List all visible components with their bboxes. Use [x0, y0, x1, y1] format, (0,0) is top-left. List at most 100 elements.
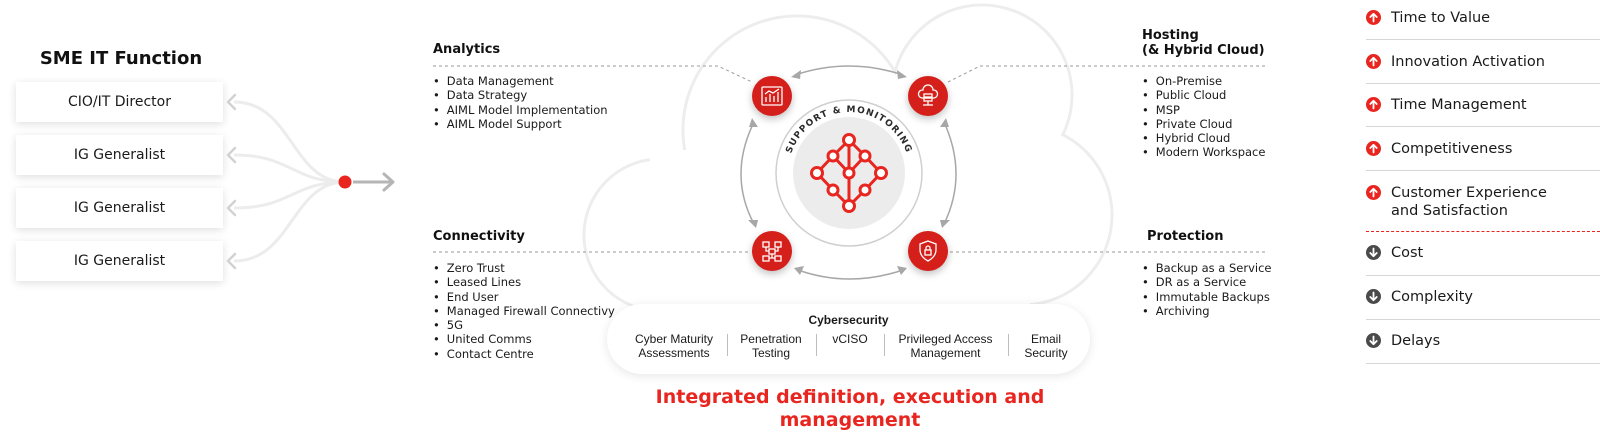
outcome-label-line: Time Management: [1391, 97, 1527, 113]
analytics-list: Data Management Data Strategy AIML Model…: [433, 74, 608, 131]
outcome-divider: [1366, 363, 1600, 364]
network-nodes-icon: [762, 241, 782, 262]
role-box: IG Generalist: [16, 241, 223, 281]
connectivity-node: [752, 231, 792, 271]
cycle-arrow: [794, 65, 904, 76]
cycle-arrow: [797, 269, 904, 280]
arrow-down-circle-icon: [1366, 245, 1381, 260]
list-item: Data Strategy: [433, 88, 608, 102]
cyber-item: Penetration Testing: [731, 332, 811, 360]
outcome-label: Innovation Activation: [1391, 53, 1545, 71]
list-item: End User: [433, 290, 615, 304]
arrow-head-icon: [794, 266, 804, 275]
outcome-divider: [1366, 39, 1600, 40]
connector-lines: [226, 93, 395, 270]
cyber-item: Cyber Maturity Assessments: [624, 332, 724, 360]
tagline-line: management: [779, 409, 921, 431]
outcome-label-line: Complexity: [1391, 289, 1473, 305]
outcome-decrease-item: Complexity: [1366, 288, 1600, 306]
arrow-up-circle-icon: [1366, 10, 1381, 25]
cybersecurity-title: Cybersecurity: [808, 313, 889, 327]
cyber-divider: [1008, 334, 1009, 356]
outcome-increase-item: Innovation Activation: [1366, 53, 1600, 71]
arrow-head-icon: [940, 118, 949, 127]
arrow-right-icon: [382, 172, 395, 192]
cyber-item: vCISO: [820, 332, 880, 346]
cycle-arrow: [943, 121, 957, 225]
outcome-label: Time to Value: [1391, 9, 1490, 27]
list-item: AIML Model Implementation: [433, 103, 608, 117]
cyber-item-line: Security: [1024, 346, 1068, 360]
arrow-head-icon: [897, 266, 907, 275]
arrow-up-circle-icon: [1366, 97, 1381, 112]
analytics-node: [752, 76, 792, 116]
list-item: Archiving: [1142, 304, 1272, 318]
outcome-label-line: Cost: [1391, 245, 1424, 261]
tagline-line: Integrated definition, execution and: [655, 386, 1045, 408]
hosting-title-line: Hosting: [1142, 28, 1199, 43]
protection-title: Protection: [1147, 229, 1224, 244]
role-box: IG Generalist: [16, 188, 223, 228]
list-item: United Comms: [433, 332, 615, 346]
connectivity-list: Zero Trust Leased Lines End User Managed…: [433, 261, 615, 361]
cyber-item-line: Email: [1030, 332, 1061, 346]
analytics-title: Analytics: [433, 42, 501, 57]
cycle-arrow: [740, 121, 755, 225]
cyber-divider: [727, 334, 728, 356]
hosting-list: On-Premise Public Cloud MSP Private Clou…: [1142, 74, 1266, 160]
cyber-item-line: Management: [910, 346, 981, 360]
protection-list: Backup as a Service DR as a Service Immu…: [1142, 261, 1272, 318]
connector-line: [233, 180, 346, 210]
cyber-item-line: Privileged Access: [898, 332, 993, 346]
arrow-up-circle-icon: [1366, 185, 1381, 200]
arrow-head-icon: [791, 70, 801, 79]
increase-decrease-separator: [1366, 231, 1600, 232]
outcome-increase-item: Time Management: [1366, 96, 1600, 114]
chevron-left-icon: [226, 146, 237, 164]
outcome-divider: [1366, 170, 1600, 171]
arrow-head-icon: [897, 70, 907, 79]
role-box: CIO/IT Director: [16, 82, 223, 122]
outcome-label-line: Delays: [1391, 333, 1441, 349]
outcome-label: Time Management: [1391, 96, 1527, 114]
list-item: Private Cloud: [1142, 117, 1265, 131]
list-item: On-Premise: [1142, 74, 1265, 88]
list-item: Hybrid Cloud: [1142, 131, 1265, 145]
outcome-decrease-item: Cost: [1366, 244, 1600, 262]
outcome-decrease-item: Delays: [1366, 332, 1600, 350]
cyber-divider: [816, 334, 817, 356]
list-item: Backup as a Service: [1142, 261, 1272, 275]
outcome-label: Competitiveness: [1391, 140, 1512, 158]
monitoring-ring: [775, 99, 923, 247]
cloud-server-icon: [917, 84, 939, 106]
arrow-head-icon: [940, 220, 950, 228]
leader-line: [947, 65, 1265, 83]
cyber-item-line: Assessments: [638, 346, 710, 360]
outcome-label: Complexity: [1391, 288, 1473, 306]
chevron-left-icon: [226, 199, 237, 217]
list-item: Public Cloud: [1142, 88, 1265, 102]
cyber-divider: [884, 334, 885, 356]
outcome-label-line: Innovation Activation: [1391, 54, 1545, 70]
arrow-head-icon: [748, 220, 758, 228]
list-item: Leased Lines: [433, 275, 615, 289]
list-item: Contact Centre: [433, 347, 615, 361]
list-item: AIML Model Support: [433, 117, 608, 131]
arrow-head-icon: [749, 118, 758, 127]
outcome-label-line: and Satisfaction: [1391, 203, 1508, 219]
outcome-label-line: Time to Value: [1391, 10, 1491, 26]
chevron-left-icon: [226, 252, 237, 270]
list-item: 5G: [433, 318, 615, 332]
sme-it-function-title: SME IT Function: [39, 48, 203, 69]
outcome-label: Cost: [1391, 244, 1423, 262]
list-item: Modern Workspace: [1142, 145, 1266, 159]
connector-line: [233, 100, 346, 184]
outcome-divider: [1366, 83, 1600, 84]
list-item: Managed Firewall Connectivy: [433, 304, 615, 318]
outcome-divider: [1366, 275, 1600, 276]
arrow-down-circle-icon: [1366, 289, 1381, 304]
hosting-title-line: (& Hybrid Cloud): [1142, 43, 1265, 58]
